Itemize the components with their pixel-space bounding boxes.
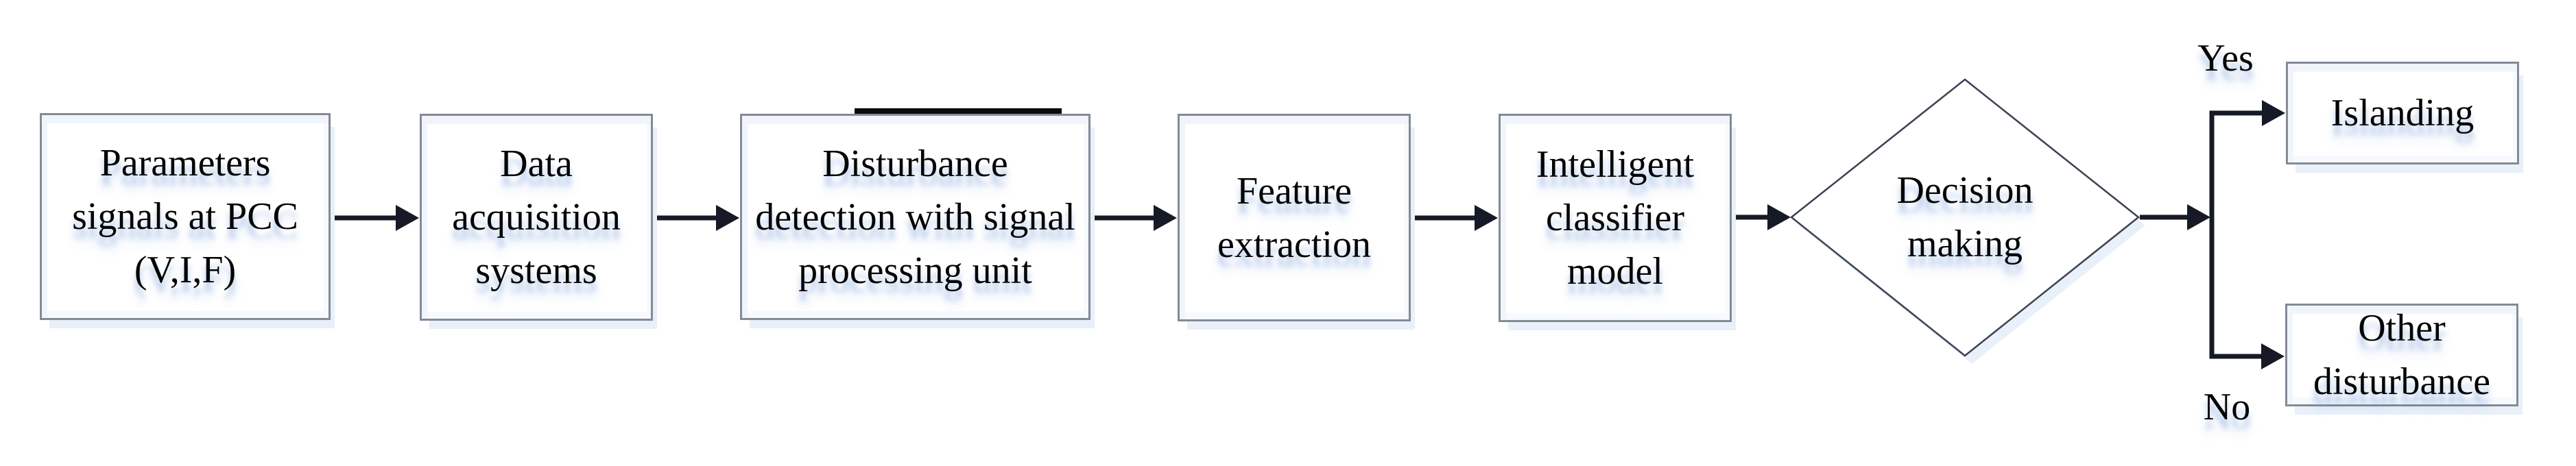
node-islanding: Islanding: [2286, 62, 2519, 164]
node-decision-making: Decision making: [1826, 162, 2104, 272]
arrow-parameters-to-acquisition: [332, 205, 419, 231]
branch-label-no-text: No: [2203, 386, 2251, 428]
node-decision-making-label: Decision making: [1896, 169, 2034, 265]
arrow-classifier-to-decision: [1733, 204, 1791, 230]
node-other-disturbance-label: Other disturbance: [2313, 307, 2491, 403]
arrow-yes-to-islanding: [2212, 100, 2285, 126]
node-parameters-label: Parameters signals at PCC (V,I,F): [72, 142, 298, 291]
node-data-acquisition: Data acquisition systems: [420, 114, 653, 321]
thick-bar-artifact: [855, 108, 1062, 114]
node-intelligent-classifier-label: Intelligent classifier model: [1536, 143, 1695, 293]
node-parameters-signals: Parameters signals at PCC (V,I,F): [40, 113, 331, 320]
node-other-disturbance: Other disturbance: [2285, 304, 2518, 406]
node-disturbance-detection-label: Disturbance detection with signal proces…: [755, 142, 1075, 292]
branch-label-yes: Yes: [2181, 32, 2270, 85]
arrow-decision-to-branch: [2140, 204, 2210, 230]
node-data-acquisition-label: Data acquisition systems: [452, 143, 621, 292]
arrow-detection-to-feature: [1092, 205, 1177, 231]
node-islanding-label: Islanding: [2330, 92, 2474, 134]
node-disturbance-detection: Disturbance detection with signal proces…: [740, 114, 1090, 320]
node-feature-extraction: Feature extraction: [1178, 114, 1411, 321]
decision-diamond-shape: [1789, 78, 2140, 357]
arrow-acquisition-to-detection: [654, 205, 739, 231]
branch-label-no: No: [2182, 380, 2271, 434]
node-feature-extraction-label: Feature extraction: [1217, 169, 1371, 266]
arrow-feature-to-classifier: [1412, 205, 1498, 231]
node-intelligent-classifier: Intelligent classifier model: [1499, 114, 1732, 322]
branch-label-yes-text: Yes: [2197, 37, 2254, 79]
arrow-no-to-other-disturbance: [2212, 343, 2285, 369]
